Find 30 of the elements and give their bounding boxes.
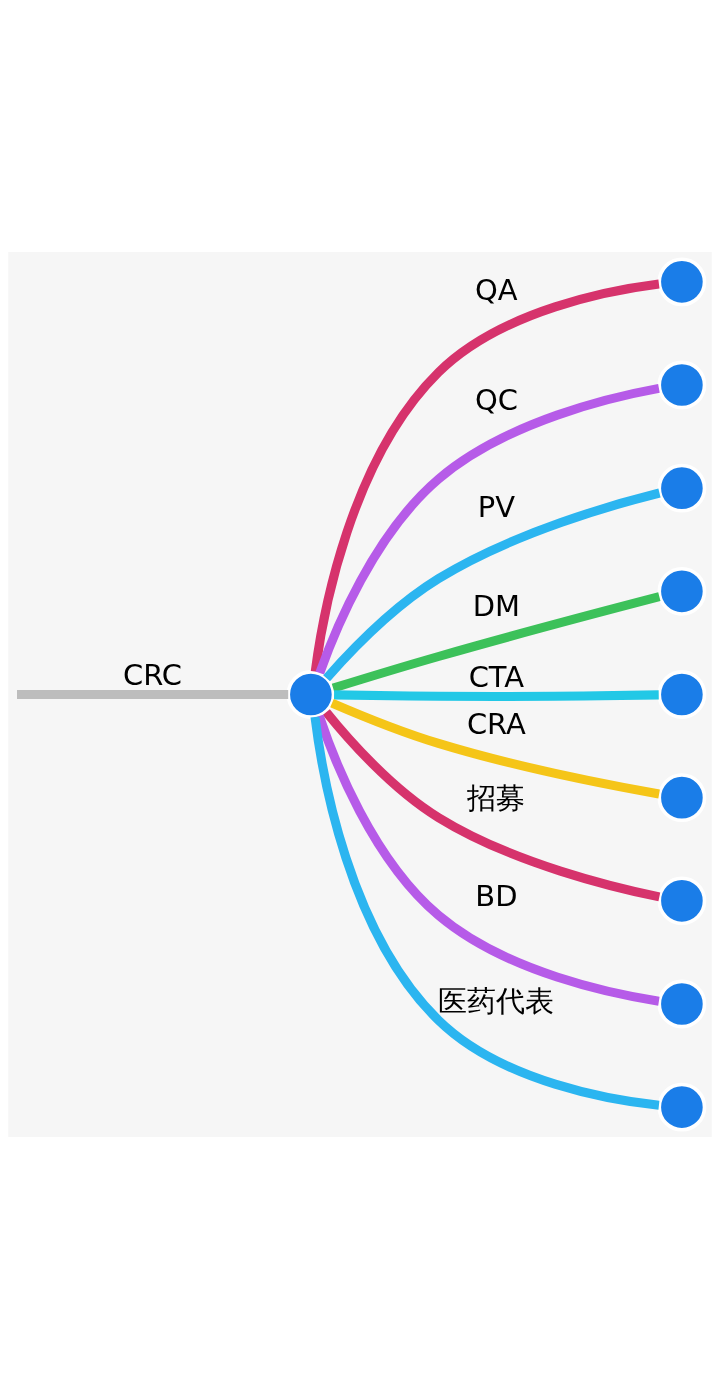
node-circle (657, 875, 707, 925)
node-circle (657, 979, 707, 1028)
edge-label: 招募 (467, 780, 526, 815)
connector (330, 698, 660, 798)
connector (331, 591, 661, 692)
edge-label: QC (474, 382, 518, 417)
connector (310, 279, 660, 672)
edge-label: CRA (466, 706, 526, 741)
connector (333, 689, 659, 701)
node-circle (657, 566, 707, 616)
node-circle (657, 1082, 707, 1132)
connector (315, 714, 660, 1006)
node-circle (286, 669, 336, 719)
edge-label: CTA (468, 659, 525, 694)
connector (323, 488, 661, 681)
node-circle (657, 463, 707, 513)
node-circle (657, 256, 707, 306)
connector (315, 383, 660, 675)
connector (322, 708, 661, 901)
edge-label: QA (475, 272, 518, 307)
edge-label: DM (472, 588, 521, 623)
connector (17, 689, 289, 699)
edge-label: PV (477, 489, 516, 524)
edge-label: BD (475, 878, 518, 913)
edge-label: CRC (122, 657, 183, 692)
node-circle (657, 669, 707, 719)
node-circle (657, 360, 707, 409)
node-circle (657, 772, 707, 822)
connector (310, 715, 660, 1110)
edge-label: 医药代表 (438, 983, 555, 1018)
